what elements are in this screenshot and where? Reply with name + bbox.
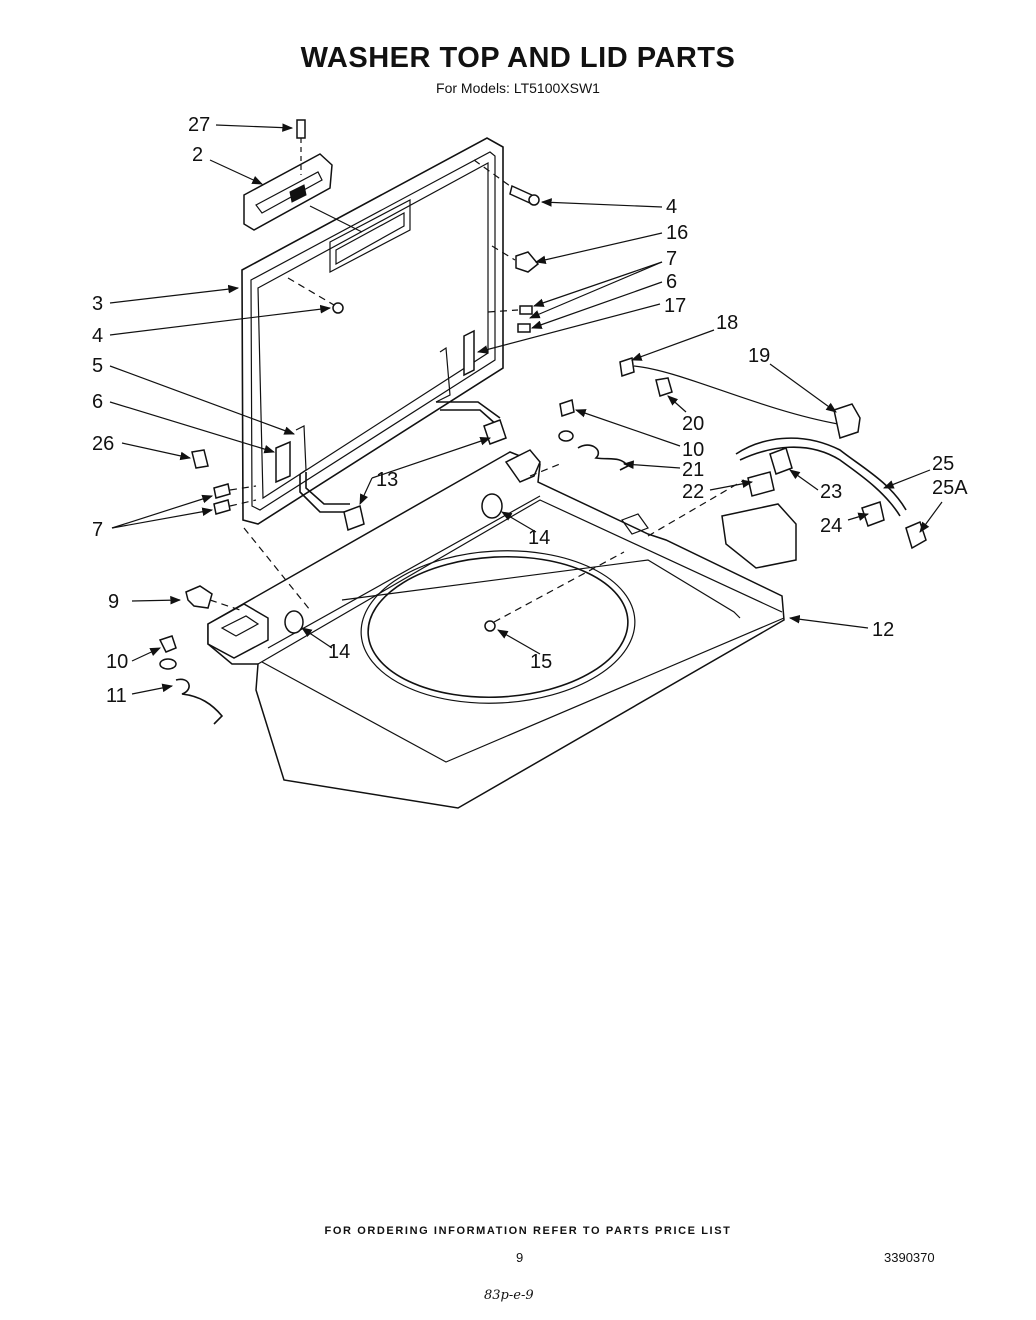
bumper-14 [284, 493, 503, 634]
bumper-4-left [287, 277, 344, 314]
callout-16: 16 [666, 222, 688, 244]
callout-13: 13 [376, 469, 398, 491]
callout-22: 22 [682, 481, 704, 503]
callout-6: 6 [666, 271, 677, 293]
callout-15: 15 [530, 651, 552, 673]
callout-2: 2 [192, 144, 203, 166]
lid-handle [243, 153, 363, 233]
callout-14: 14 [328, 641, 350, 663]
callout-4: 4 [92, 325, 103, 347]
callout-23: 23 [820, 481, 842, 503]
callout-14: 14 [528, 527, 550, 549]
callout-labels: 27 2 4 16 7 6 17 3 4 18 19 5 6 20 10 26 … [92, 114, 968, 707]
callout-6: 6 [92, 391, 103, 413]
clip-26 [191, 449, 209, 469]
guide-lines [243, 463, 745, 611]
leader-lines [109, 123, 943, 695]
hinge-bracket-16 [491, 245, 540, 273]
callout-18: 18 [716, 312, 738, 334]
screws-7-6-right [487, 305, 533, 333]
washer-top [207, 449, 785, 809]
hinge-spring-right [558, 399, 630, 471]
callout-12: 12 [872, 619, 894, 641]
hinge-left [275, 425, 350, 513]
callout-25a: 25A [932, 477, 968, 499]
callout-9: 9 [108, 591, 119, 613]
lid-switch-assembly [619, 357, 927, 569]
document-number: 3390370 [884, 1250, 935, 1265]
callout-4: 4 [666, 196, 677, 218]
callout-11: 11 [106, 685, 127, 707]
ordering-info-note: FOR ORDERING INFORMATION REFER TO PARTS … [324, 1225, 732, 1237]
models-subtitle: For Models: LT5100XSW1 [436, 80, 600, 96]
callout-24: 24 [820, 515, 842, 537]
callout-10: 10 [106, 651, 128, 673]
callout-3: 3 [92, 293, 103, 315]
screw-15 [484, 551, 625, 632]
page-number: 9 [516, 1250, 524, 1265]
handwritten-note: 83p-e-9 [484, 1288, 534, 1303]
callout-5: 5 [92, 355, 103, 377]
callout-26: 26 [92, 433, 114, 455]
callout-21: 21 [682, 459, 704, 481]
hinge-spring-left [158, 585, 241, 725]
screws-7-left [213, 483, 257, 515]
callout-17: 17 [664, 295, 686, 317]
callout-7: 7 [92, 519, 103, 541]
callout-10: 10 [682, 439, 704, 461]
callout-27: 27 [188, 114, 210, 136]
callout-20: 20 [682, 413, 704, 435]
screw-27 [296, 119, 306, 175]
page-title: WASHER TOP AND LID PARTS [300, 42, 736, 74]
bumper-4-top [473, 159, 540, 206]
callout-19: 19 [748, 345, 770, 367]
callout-25: 25 [932, 453, 954, 475]
hinge-right-17 [435, 329, 501, 427]
callout-7: 7 [666, 248, 677, 270]
